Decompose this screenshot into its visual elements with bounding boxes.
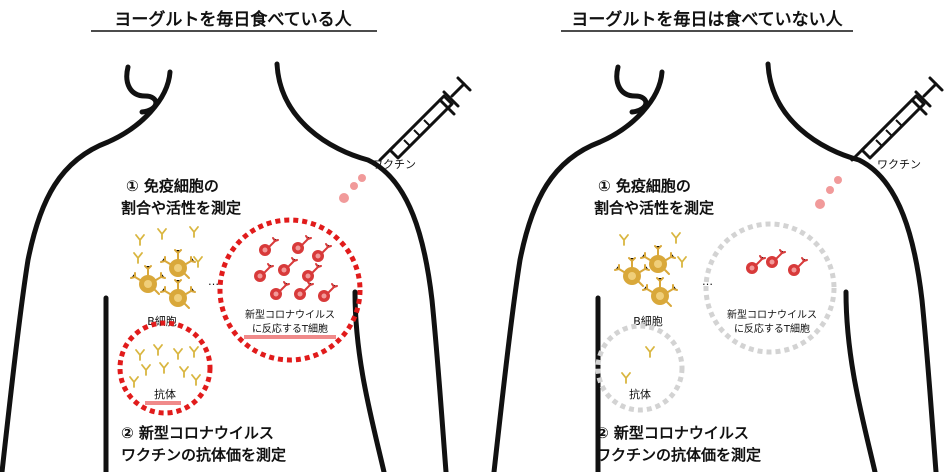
step2-line2: ワクチンの抗体価を測定 [121,446,286,464]
antibodies [621,346,655,384]
antibodies [129,344,201,388]
b-cells: B細胞 [130,226,203,328]
vaccine: ワクチン [339,76,472,203]
t-cell-highlight [244,335,336,339]
vaccine: ワクチン [815,76,944,209]
left-panel: ヨーグルトを毎日食べている人 ワクチン ① 免疫細胞の 割合や活性を測定 [0,9,472,472]
step1-line2: 割合や活性を測定 [594,199,714,217]
panel-title: ヨーグルトを毎日食べている人 [114,9,352,30]
antibody-label: 抗体 [154,387,176,401]
antibody-circle [117,320,213,416]
t-cells [745,249,808,277]
step1-line1: ① 免疫細胞の [126,177,219,195]
t-cell-circle [217,217,363,363]
t-cell-label-line1: 新型コロナウイルス [727,308,817,321]
t-cell-label-line2: に反応するT細胞 [252,322,328,335]
body-outline [491,61,939,472]
panel-title: ヨーグルトを毎日は食べていない人 [571,9,843,30]
antibody-highlight [145,401,181,405]
antibody-circle [595,323,685,413]
step2-line1: ② 新型コロナウイルス [121,424,274,442]
ellipsis: … [208,275,219,288]
b-cells: B細胞 [614,232,687,328]
antibody-label: 抗体 [629,387,651,401]
step1-line1: ① 免疫細胞の [598,177,691,195]
step2-line2: ワクチンの抗体価を測定 [596,446,761,464]
step2-line1: ② 新型コロナウイルス [596,424,749,442]
body-outline [0,61,449,472]
step1-line2: 割合や活性を測定 [121,199,241,217]
b-cell-label: B細胞 [633,315,663,328]
vaccine-label: ワクチン [877,158,921,171]
t-cells [253,235,338,303]
t-cell-label-line2: に反応するT細胞 [734,322,810,335]
right-panel: ヨーグルトを毎日は食べていない人 ワクチン ① 免疫細胞の 割合や活性を測定 B… [491,9,944,472]
t-cell-circle [703,221,837,355]
vaccine-label: ワクチン [372,158,416,171]
t-cell-label-line1: 新型コロナウイルス [245,308,335,321]
